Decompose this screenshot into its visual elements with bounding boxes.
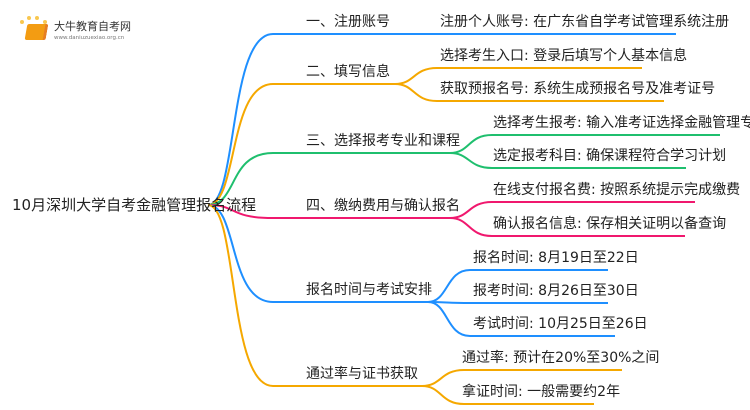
- leaf-node: 拿证时间: 一般需要约2年: [462, 384, 621, 400]
- leaf-connector: [449, 152, 686, 169]
- branch-node: 四、缴纳费用与确认报名: [306, 198, 460, 214]
- leaf-connector: [394, 83, 664, 102]
- leaf-node: 考试时间: 10月25日至26日: [473, 316, 648, 332]
- logo-title: 大牛教育自考网: [54, 20, 131, 33]
- logo-dot: [43, 20, 47, 24]
- leaf-node: 报名时间: 8月19日至22日: [473, 250, 639, 266]
- branch-connector: [207, 33, 428, 206]
- logo-dot: [27, 16, 31, 20]
- leaf-connector: [427, 301, 608, 304]
- leaf-connector: [394, 67, 642, 85]
- leaf-node: 选择考生报考: 输入准考证选择金融管理专业: [493, 115, 750, 131]
- logo-url: www.daniuzuexiao.org.cn: [54, 35, 125, 41]
- branch-node: 二、填写信息: [306, 64, 390, 80]
- leaf-node: 在线支付报名费: 按照系统提示完成缴费: [493, 182, 741, 198]
- leaf-node: 通过率: 预计在20%至30%之间: [462, 350, 660, 366]
- branch-connector: [207, 204, 450, 219]
- branch-node: 报名时间与考试安排: [306, 282, 432, 298]
- leaf-connector: [449, 217, 685, 237]
- branch-node: 一、注册账号: [306, 14, 390, 30]
- branch-node: 三、选择报考专业和课程: [306, 133, 460, 149]
- branch-connector: [207, 204, 422, 387]
- leaf-connector: [449, 201, 695, 219]
- leaf-connector: [427, 301, 615, 337]
- leaf-node: 获取预报名号: 系统生成预报名号及准考证号: [440, 81, 716, 97]
- branch-connector: [207, 152, 450, 206]
- leaf-node: 注册个人账号: 在广东省自学考试管理系统注册: [440, 14, 730, 30]
- logo-dot: [20, 20, 24, 24]
- leaf-node: 选定报考科目: 确保课程符合学习计划: [493, 148, 727, 164]
- leaf-node: 报考时间: 8月26日至30日: [473, 283, 639, 299]
- leaf-node: 确认报名信息: 保存相关证明以备查询: [493, 216, 727, 232]
- leaf-connector: [449, 134, 720, 154]
- leaf-connector: [427, 269, 608, 303]
- branch-connector: [207, 83, 395, 206]
- root-node: 10月深圳大学自考金融管理报名流程: [12, 196, 257, 214]
- branch-connector: [207, 204, 428, 303]
- branch-node: 通过率与证书获取: [306, 366, 418, 382]
- leaf-connector: [421, 369, 622, 387]
- leaf-connector: [421, 385, 594, 405]
- logo-dot: [35, 16, 39, 20]
- logo: 大牛教育自考网 www.daniuzuexiao.org.cn: [18, 16, 148, 46]
- leaf-node: 选择考生入口: 登录后填写个人基本信息: [440, 48, 688, 64]
